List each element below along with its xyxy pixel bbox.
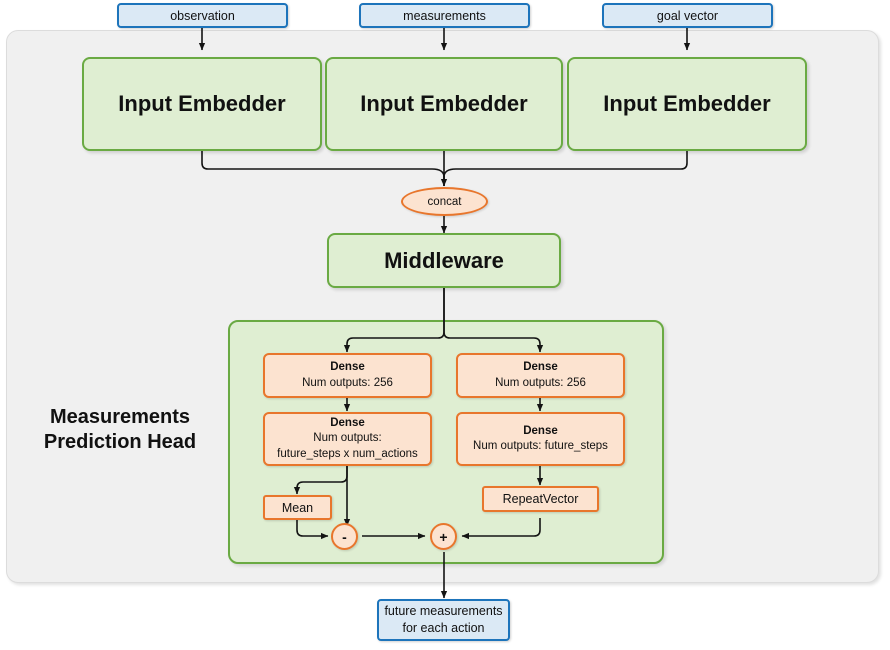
input-measurements-label: measurements xyxy=(403,8,486,23)
repeat-vector-node[interactable]: RepeatVector xyxy=(482,486,599,512)
head-label-line-1: Measurements xyxy=(49,406,191,428)
output-line-2: for each action xyxy=(402,621,485,635)
left-dense-2-outputs-label: Num outputs: xyxy=(313,432,382,445)
output-future-measurements[interactable]: future measurements for each action xyxy=(377,599,510,641)
left-dense-2-outputs-value: future_steps x num_actions xyxy=(277,447,418,460)
left-dense-1-outputs: Num outputs: 256 xyxy=(302,376,393,389)
subtract-label: - xyxy=(342,528,347,545)
input-observation-label: observation xyxy=(170,8,235,23)
left-dense-2-title: Dense xyxy=(330,417,365,430)
middleware-node[interactable]: Middleware xyxy=(327,233,561,288)
left-dense-1-title: Dense xyxy=(330,361,365,374)
left-dense-1[interactable]: Dense Num outputs: 256 xyxy=(263,353,432,398)
input-embedder-2-label: Input Embedder xyxy=(360,91,528,116)
input-embedder-1[interactable]: Input Embedder xyxy=(82,57,322,151)
head-label-line-2: Prediction Head xyxy=(43,431,197,453)
add-node[interactable]: + xyxy=(430,523,457,550)
input-embedder-2[interactable]: Input Embedder xyxy=(325,57,563,151)
middleware-label: Middleware xyxy=(384,247,504,273)
input-goal-vector[interactable]: goal vector xyxy=(602,3,773,28)
concat-label: concat xyxy=(427,195,462,208)
right-dense-1-outputs: Num outputs: 256 xyxy=(495,376,586,389)
input-embedder-3[interactable]: Input Embedder xyxy=(567,57,807,151)
output-line-1: future measurements xyxy=(384,604,503,619)
input-embedder-3-label: Input Embedder xyxy=(603,91,771,116)
concat-node[interactable]: concat xyxy=(401,187,488,216)
right-dense-1-title: Dense xyxy=(523,361,558,374)
right-dense-2[interactable]: Dense Num outputs: future_steps xyxy=(456,412,625,466)
input-observation[interactable]: observation xyxy=(117,3,288,28)
input-measurements[interactable]: measurements xyxy=(359,3,530,28)
add-label: + xyxy=(439,528,448,545)
subtract-node[interactable]: - xyxy=(331,523,358,550)
mean-label: Mean xyxy=(281,500,314,515)
measurements-prediction-head-label: Measurements Prediction Head xyxy=(20,405,220,455)
repeat-vector-label: RepeatVector xyxy=(502,492,579,506)
right-dense-1[interactable]: Dense Num outputs: 256 xyxy=(456,353,625,398)
input-goal-vector-label: goal vector xyxy=(656,8,719,23)
left-dense-2[interactable]: Dense Num outputs: future_steps x num_ac… xyxy=(263,412,432,466)
input-embedder-1-label: Input Embedder xyxy=(118,91,286,116)
right-dense-2-outputs: Num outputs: future_steps xyxy=(473,440,608,452)
right-dense-2-title: Dense xyxy=(523,424,558,437)
mean-node[interactable]: Mean xyxy=(263,495,332,520)
